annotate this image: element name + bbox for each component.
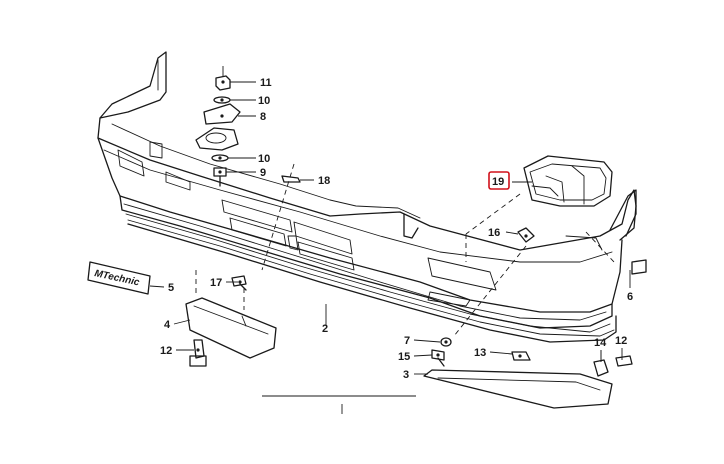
plug-cap[interactable] [631,259,647,275]
mount-fasteners[interactable] [195,66,241,187]
stud-left[interactable] [189,339,207,367]
callouts: 11 10 8 10 9 18 19 16 17 5 6 4 2 12 7 15… [160,77,633,381]
clip-13[interactable] [511,351,531,361]
callout-3: 3 [403,369,409,381]
bolt-set-right[interactable] [431,227,535,367]
callout-8: 8 [260,111,266,123]
callout-4: 4 [164,319,171,331]
callout-7: 7 [404,335,410,347]
callout-2: 2 [322,323,328,335]
screw-17[interactable] [231,275,247,291]
callout-14: 14 [594,337,607,349]
air-duct[interactable] [523,155,613,207]
callout-6: 6 [627,291,633,303]
callout-19-highlight [488,171,510,190]
callout-12: 12 [160,345,172,357]
callout-17: 17 [210,277,222,289]
callout-15: 15 [398,351,410,363]
callout-13: 13 [474,347,486,359]
callout-5: 5 [168,282,174,294]
callout-10: 10 [258,153,270,165]
callout-12: 12 [615,335,627,347]
reference-line [262,395,416,414]
bumper-cover[interactable] [97,51,637,343]
assembly-guides [195,193,615,310]
callout-16: 16 [488,227,500,239]
splash-guard-left[interactable] [185,297,277,359]
stud-right[interactable] [615,355,633,367]
callout-10: 10 [258,95,270,107]
badge-label: MTechnic [93,268,140,288]
callout-18: 18 [318,175,330,187]
leader-lines [149,80,631,375]
callout-19[interactable]: 19 [492,176,504,188]
callout-9: 9 [260,167,266,179]
mtechnic-badge[interactable]: MTechnic [87,261,151,295]
callout-11: 11 [260,77,272,89]
splash-guard-right[interactable] [423,369,613,409]
